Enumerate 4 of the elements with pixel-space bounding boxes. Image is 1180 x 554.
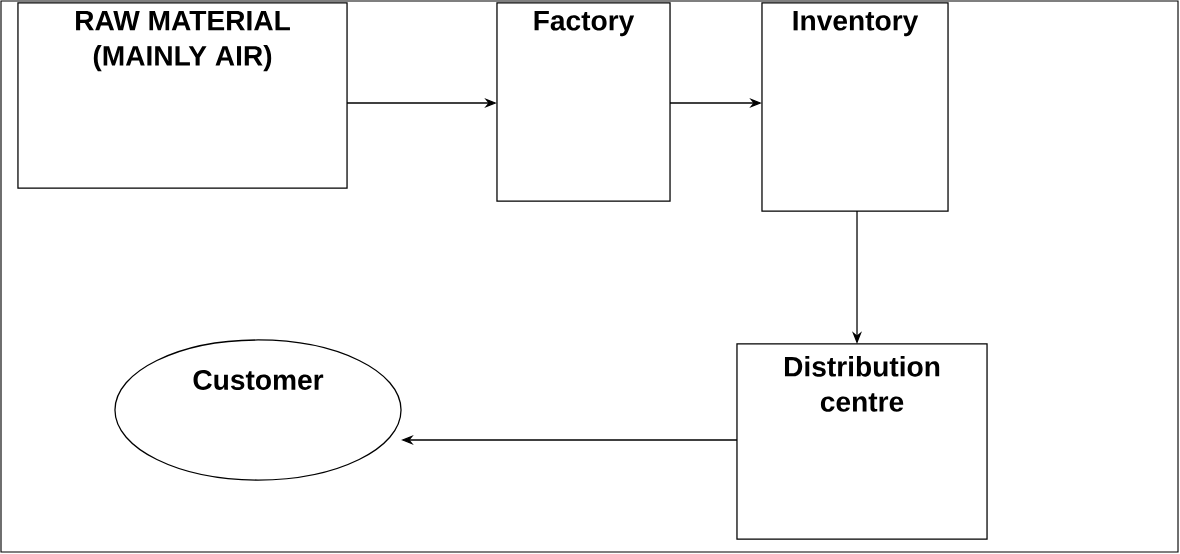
- process-box: Factory: [496, 2, 671, 202]
- process-box: Distribution centre: [736, 343, 988, 540]
- process-box: RAW MATERIAL (MAINLY AIR): [17, 2, 348, 189]
- process-box: Inventory: [761, 2, 949, 212]
